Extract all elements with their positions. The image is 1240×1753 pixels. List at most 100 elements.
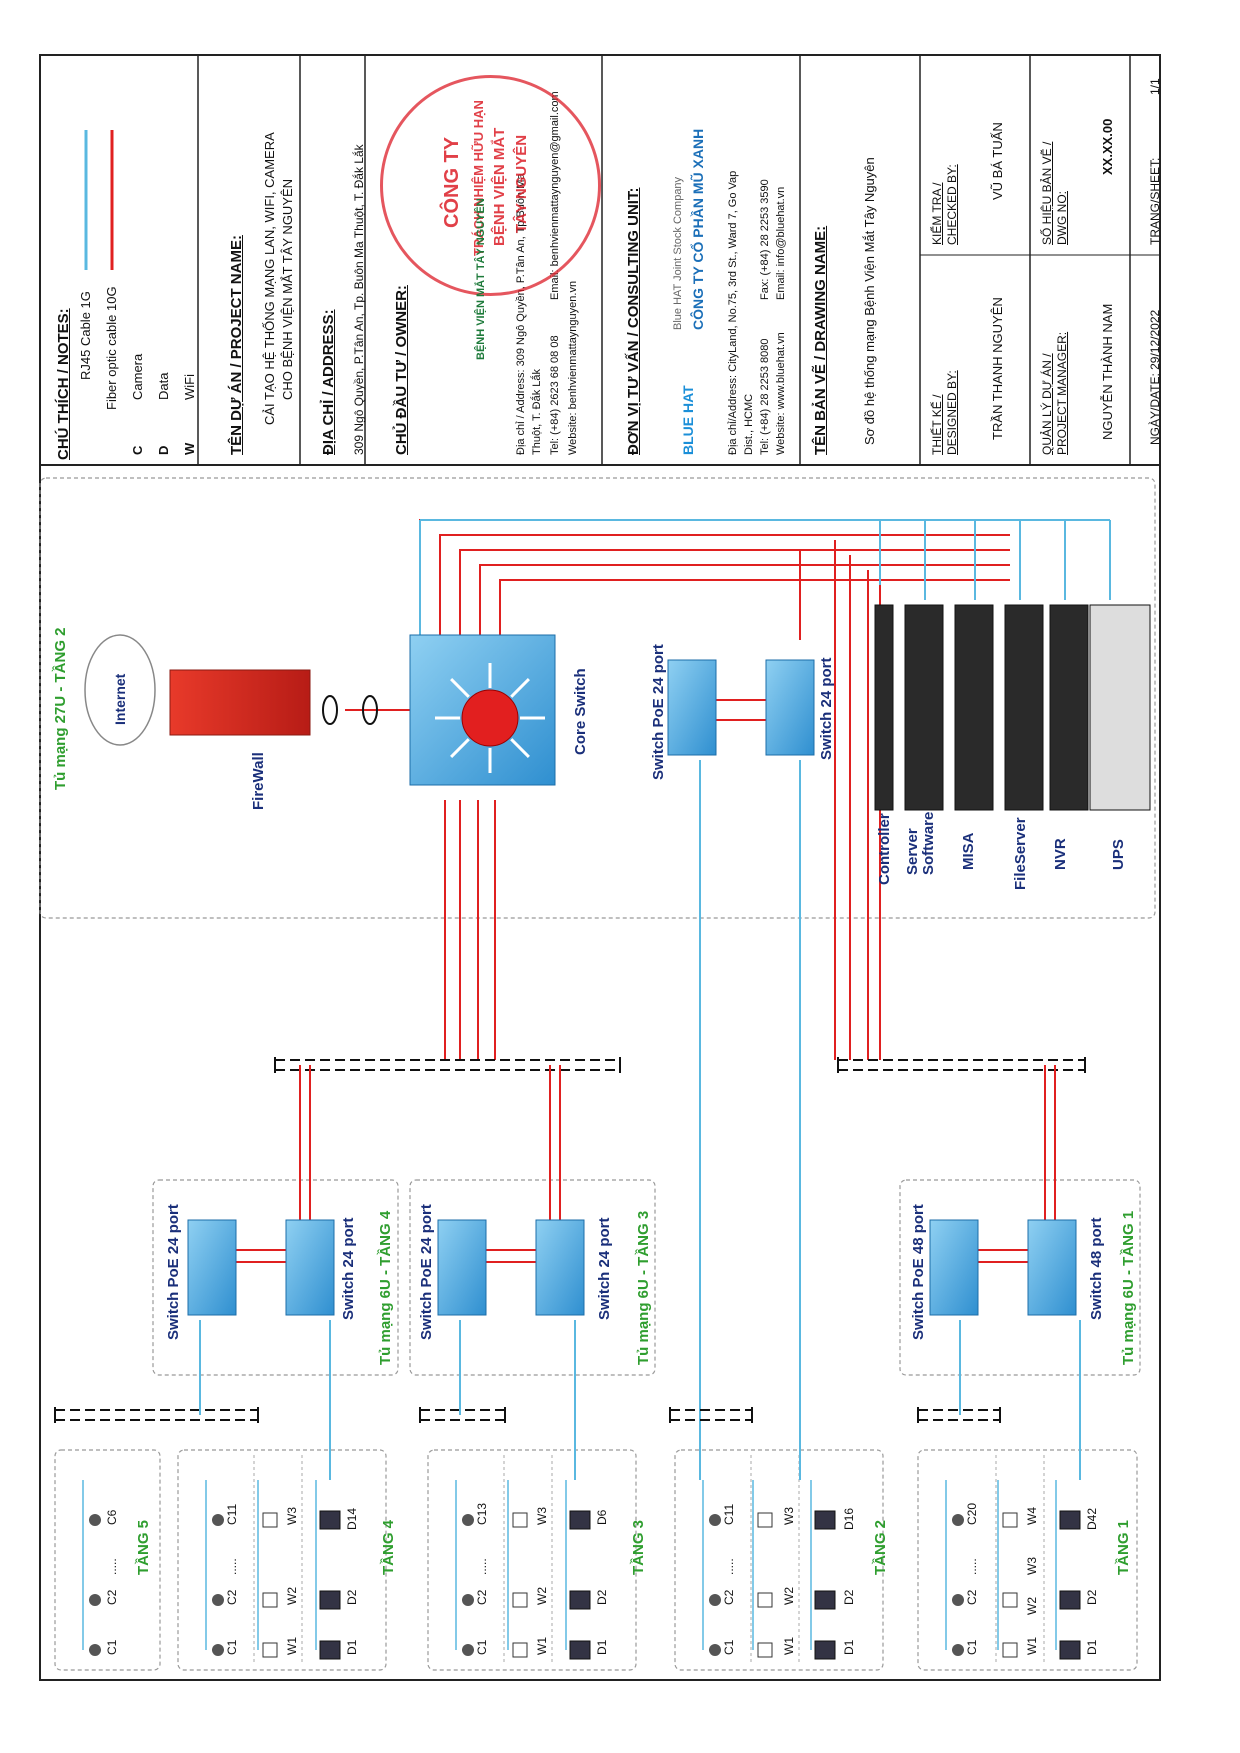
core-arrow-icon-1	[510, 738, 530, 758]
rack1-sw-switch-icon	[1027, 1219, 1077, 1316]
camera-icon-f3-0	[709, 1644, 721, 1656]
floor-box-1	[177, 1449, 387, 1671]
wifi-ap-icon-f2-1	[512, 1592, 528, 1608]
data-port-icon-f3-1	[814, 1590, 836, 1610]
floor1-ap-third: W3	[1025, 1557, 1039, 1575]
data-port-icon-f4-1	[1059, 1590, 1081, 1610]
wifi-ap-icon-f3-1	[757, 1592, 773, 1608]
server-controller-icon	[874, 604, 894, 811]
server-misa-icon	[954, 604, 994, 811]
drawing-name: Sơ đồ hệ thống mạng Bệnh Viện Mắt Tây Ng…	[862, 157, 877, 445]
camera-icon-f1-0	[212, 1644, 224, 1656]
floor3-data-second: D2	[595, 1589, 609, 1605]
note-camera-code: C	[130, 445, 145, 455]
data-port-icon-f4-2	[1059, 1510, 1081, 1530]
main-sw24-label: Switch 24 port	[818, 657, 835, 760]
floor3-data-first: D1	[595, 1639, 609, 1655]
floor5-cam-first: C1	[105, 1639, 119, 1655]
owner-address2: Thuột, T. Đắk Lắk	[531, 368, 543, 455]
consultant-email: Email: info@bluehat.vn	[775, 186, 787, 300]
rack4-sw-label: Switch 24 port	[340, 1217, 357, 1320]
date: NGÀY/DATE: 29/12/2022	[1148, 309, 1162, 445]
camera-icon-f3-1	[709, 1594, 721, 1606]
note-wifi: WiFi	[182, 374, 197, 400]
floor4-ap-first: W1	[285, 1637, 299, 1655]
wifi-ap-icon-f1-1	[262, 1592, 278, 1608]
floor4-name: TẦNG 4	[380, 1519, 397, 1575]
core-switch-hub-icon	[461, 689, 519, 747]
data-port-icon-f3-0	[814, 1640, 836, 1660]
wifi-ap-icon-f4-1	[1002, 1592, 1018, 1608]
camera-icon-f4-0	[952, 1644, 964, 1656]
floor5-name: TẦNG 5	[135, 1519, 152, 1575]
floor3-data-last: D6	[595, 1509, 609, 1525]
consultant-website: Website: www.bluehat.vn	[775, 332, 787, 455]
data-port-icon-f1-1	[319, 1590, 341, 1610]
rack1-poe-label: Switch PoE 48 port	[910, 1204, 927, 1340]
rack3-poe-switch-icon	[437, 1219, 487, 1316]
floor1-ap-last: W4	[1025, 1507, 1039, 1525]
camera-icon-f1-1	[212, 1594, 224, 1606]
floor2-data-last: D16	[842, 1507, 856, 1530]
server-software-label: Server Software	[904, 811, 937, 875]
main-poe24-label: Switch PoE 24 port	[650, 644, 667, 780]
stamp-text: CÔNG TY	[441, 136, 463, 228]
rack3-sw-switch-icon	[535, 1219, 585, 1316]
dwg-label2: DWG NO:	[1055, 191, 1069, 245]
checked-label2: CHECKED BY:	[945, 164, 959, 245]
floor4-data-second: D2	[345, 1589, 359, 1605]
pm-name: NGUYỄN THÀNH NAM	[1100, 303, 1115, 440]
camera-icon-f1-2	[212, 1514, 224, 1526]
floor4-data-first: D1	[345, 1639, 359, 1655]
floor3-ap-first: W1	[535, 1637, 549, 1655]
core-arrow-icon-3	[450, 738, 470, 758]
data-port-icon-f2-0	[569, 1640, 591, 1660]
rack1-box	[899, 1179, 1141, 1376]
pm-label2: PROJECT MANAGER:	[1055, 331, 1069, 455]
floor1-name: TẦNG 1	[1115, 1519, 1132, 1575]
rack-main-title: Tủ mạng 27U - TẦNG 2	[52, 627, 69, 790]
consultant-name: CÔNG TY CỔ PHẦN MŨ XANH	[690, 128, 706, 330]
floor4-cam-first: C1	[225, 1639, 239, 1655]
floor3-name: TẦNG 3	[630, 1519, 647, 1575]
fiber-ring-icon-0	[322, 695, 338, 725]
floor3-ap-last: W3	[535, 1507, 549, 1525]
wire-core-sw24	[459, 549, 801, 640]
floor1-data-first: D1	[1085, 1639, 1099, 1655]
server-misa-label: MISA	[960, 832, 977, 871]
wifi-ap-icon-f1-0	[262, 1642, 278, 1658]
floor1-cam-second: C2	[965, 1589, 979, 1605]
wifi-ap-icon-f3-0	[757, 1642, 773, 1658]
checked-name: VŨ BÁ TUẤN	[990, 122, 1005, 200]
server-server-software-icon	[904, 604, 944, 811]
floor2-data-second: D2	[842, 1589, 856, 1605]
main-sw24-switch-icon	[765, 659, 815, 756]
floor1-ap-second: W2	[1025, 1597, 1039, 1615]
core-arrow-icon-5	[450, 678, 470, 698]
wifi-ap-icon-f2-0	[512, 1642, 528, 1658]
camera-icon-f0-0	[89, 1644, 101, 1656]
consultant-tel: Tel: (+84) 28 2253 8080	[759, 338, 771, 455]
floor4-cam-second: C2	[225, 1589, 239, 1605]
core-switch-label: Core Switch	[572, 668, 589, 755]
owner-tel: Tel: (+84) 2623 68 08 08	[549, 335, 561, 455]
data-port-icon-f3-2	[814, 1510, 836, 1530]
wire-core-right-1	[439, 534, 1010, 640]
floor5-ellipsis: .....	[105, 1558, 119, 1575]
data-port-icon-f1-0	[319, 1640, 341, 1660]
rack4-title: Tủ mạng 6U - TẦNG 4	[377, 1210, 394, 1365]
camera-icon-f2-0	[462, 1644, 474, 1656]
wifi-ap-icon-f1-2	[262, 1512, 278, 1528]
stamp-line4: TÂY NGUYÊN	[513, 134, 530, 233]
data-port-icon-f4-0	[1059, 1640, 1081, 1660]
floor2-name: TẦNG 2	[872, 1519, 889, 1575]
server-nvr-icon	[1049, 604, 1089, 811]
address-heading: ĐỊA CHỈ / ADDRESS:	[320, 309, 337, 455]
consultant-heading: ĐƠN VỊ TƯ VẤN / CONSULTING UNIT:	[625, 187, 642, 455]
note-camera: Camera	[130, 353, 145, 400]
bluehat-logo: BLUE HAT	[680, 385, 696, 455]
floor5-cam-last: C6	[105, 1509, 119, 1525]
floor2-cam-second: C2	[722, 1589, 736, 1605]
wifi-ap-icon-f4-0	[1002, 1642, 1018, 1658]
